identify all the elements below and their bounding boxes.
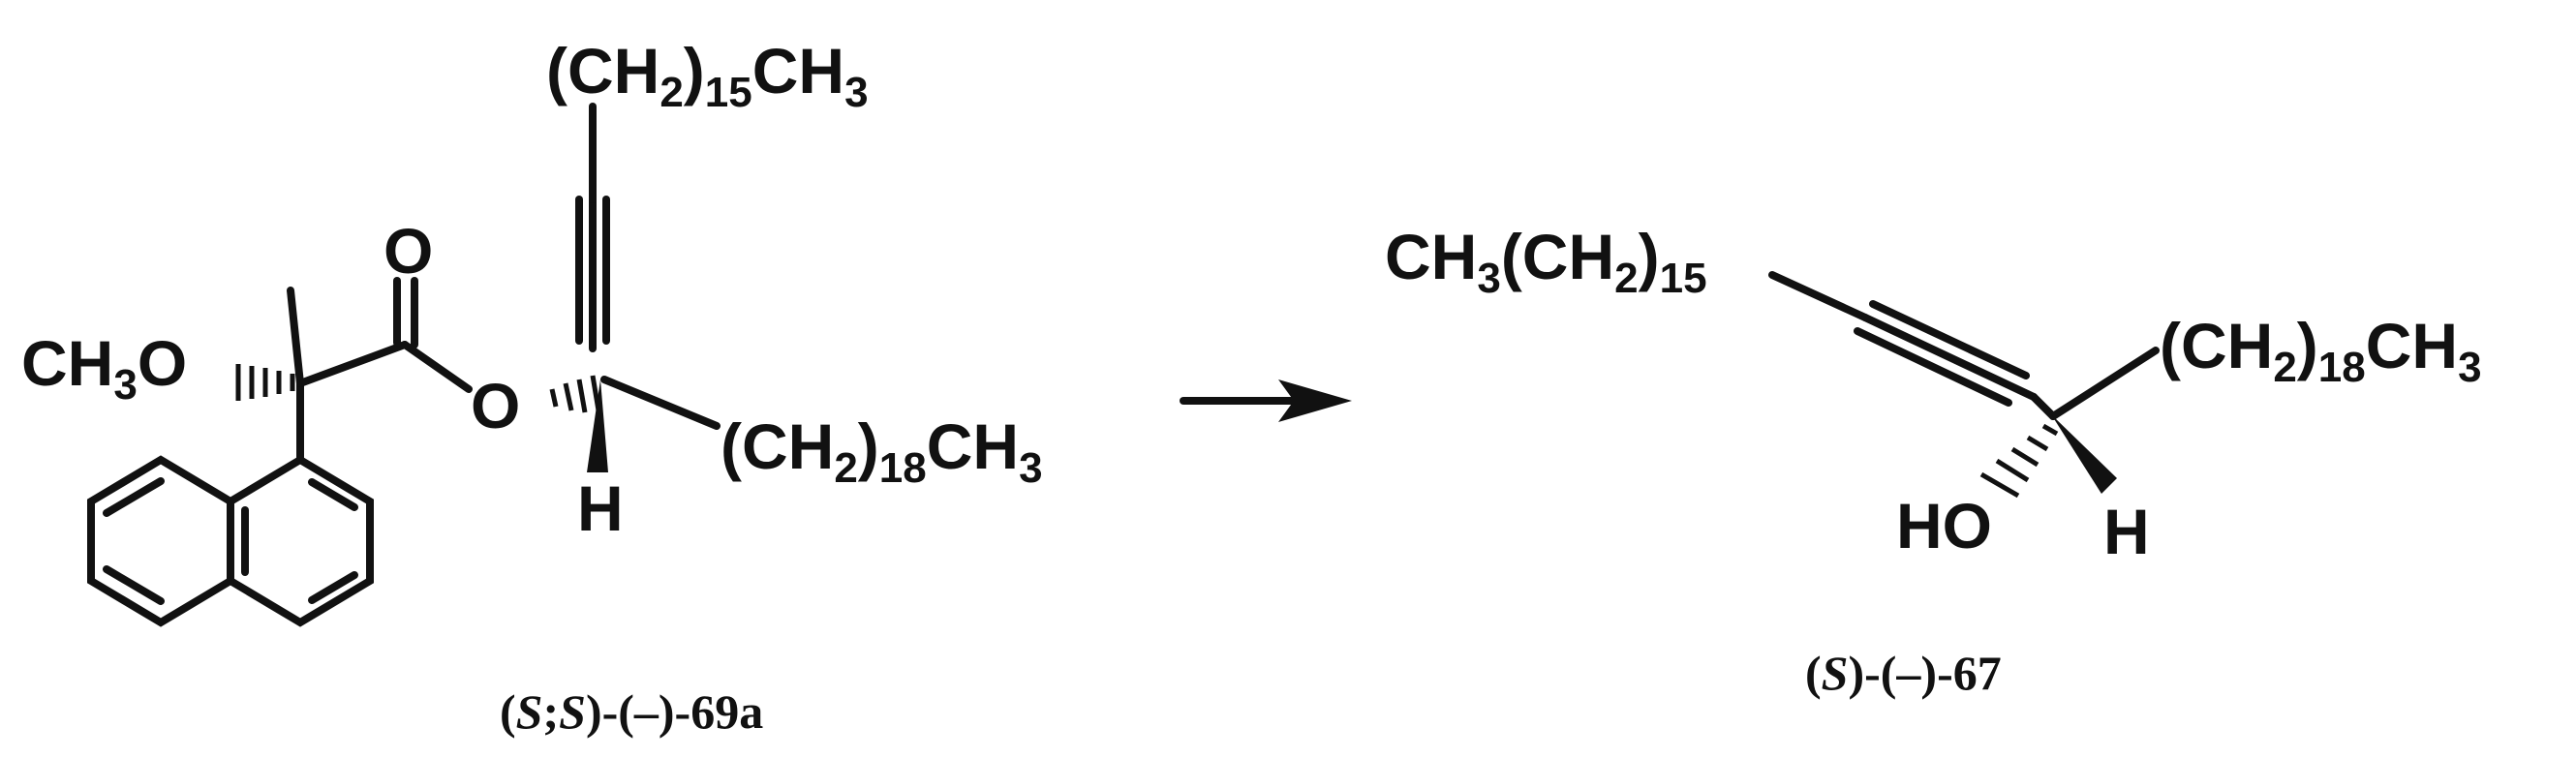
hashed-bond-oh	[1979, 423, 2059, 499]
stereo-h-product-label: H	[2103, 496, 2150, 567]
bond-c-methyl	[287, 287, 304, 387]
bond-alkyne-stereocenter	[2030, 393, 2057, 420]
alkyne-a	[1861, 314, 2038, 401]
product-structure: CH3(CH2)15 (CH2)18CH3 HO H (S)-(–)-67	[1385, 221, 2482, 700]
wedge-bond-h	[587, 379, 608, 472]
bond-carbonyl-ester-o	[401, 341, 473, 393]
bond-chain-alkyne	[1768, 271, 1869, 321]
methoxy-group-label: CH3O	[21, 327, 187, 409]
bond-c-carbonyl	[296, 341, 409, 387]
wedge-bond-h	[2051, 414, 2117, 494]
ester-oxygen-label: O	[471, 370, 520, 441]
reactant-caption: (S;S)-(–)-69a	[500, 684, 763, 739]
product-caption: (S)-(–)-67	[1805, 646, 2002, 700]
alkyne-c	[1854, 327, 2012, 407]
hashed-bond-ester	[549, 375, 601, 413]
alkyne-b	[1869, 300, 2030, 379]
reaction-arrow	[1180, 379, 1352, 422]
stereo-h-reactant-label: H	[577, 472, 624, 544]
bond-stereocenter-chain	[2049, 347, 2160, 420]
bond-stereocenter-chain	[600, 376, 721, 430]
reactant-structure: CH3O O O (CH2)15CH3 (CH2)18CH3 H (S;S)-(…	[21, 35, 1043, 739]
carbonyl-oxygen-label: O	[383, 215, 433, 287]
hydroxyl-label: HO	[1896, 490, 1992, 561]
alkyl-chain-reactant-label: (CH2)18CH3	[721, 410, 1043, 492]
alkyne-chain-top-label: (CH2)15CH3	[546, 35, 869, 116]
alkyl-chain-product-label: (CH2)18CH3	[2160, 310, 2482, 391]
hashed-bond-ome	[235, 364, 295, 401]
naphthalene-ring	[87, 455, 374, 627]
alkyne-chain-left-label: CH3(CH2)15	[1385, 221, 1707, 302]
